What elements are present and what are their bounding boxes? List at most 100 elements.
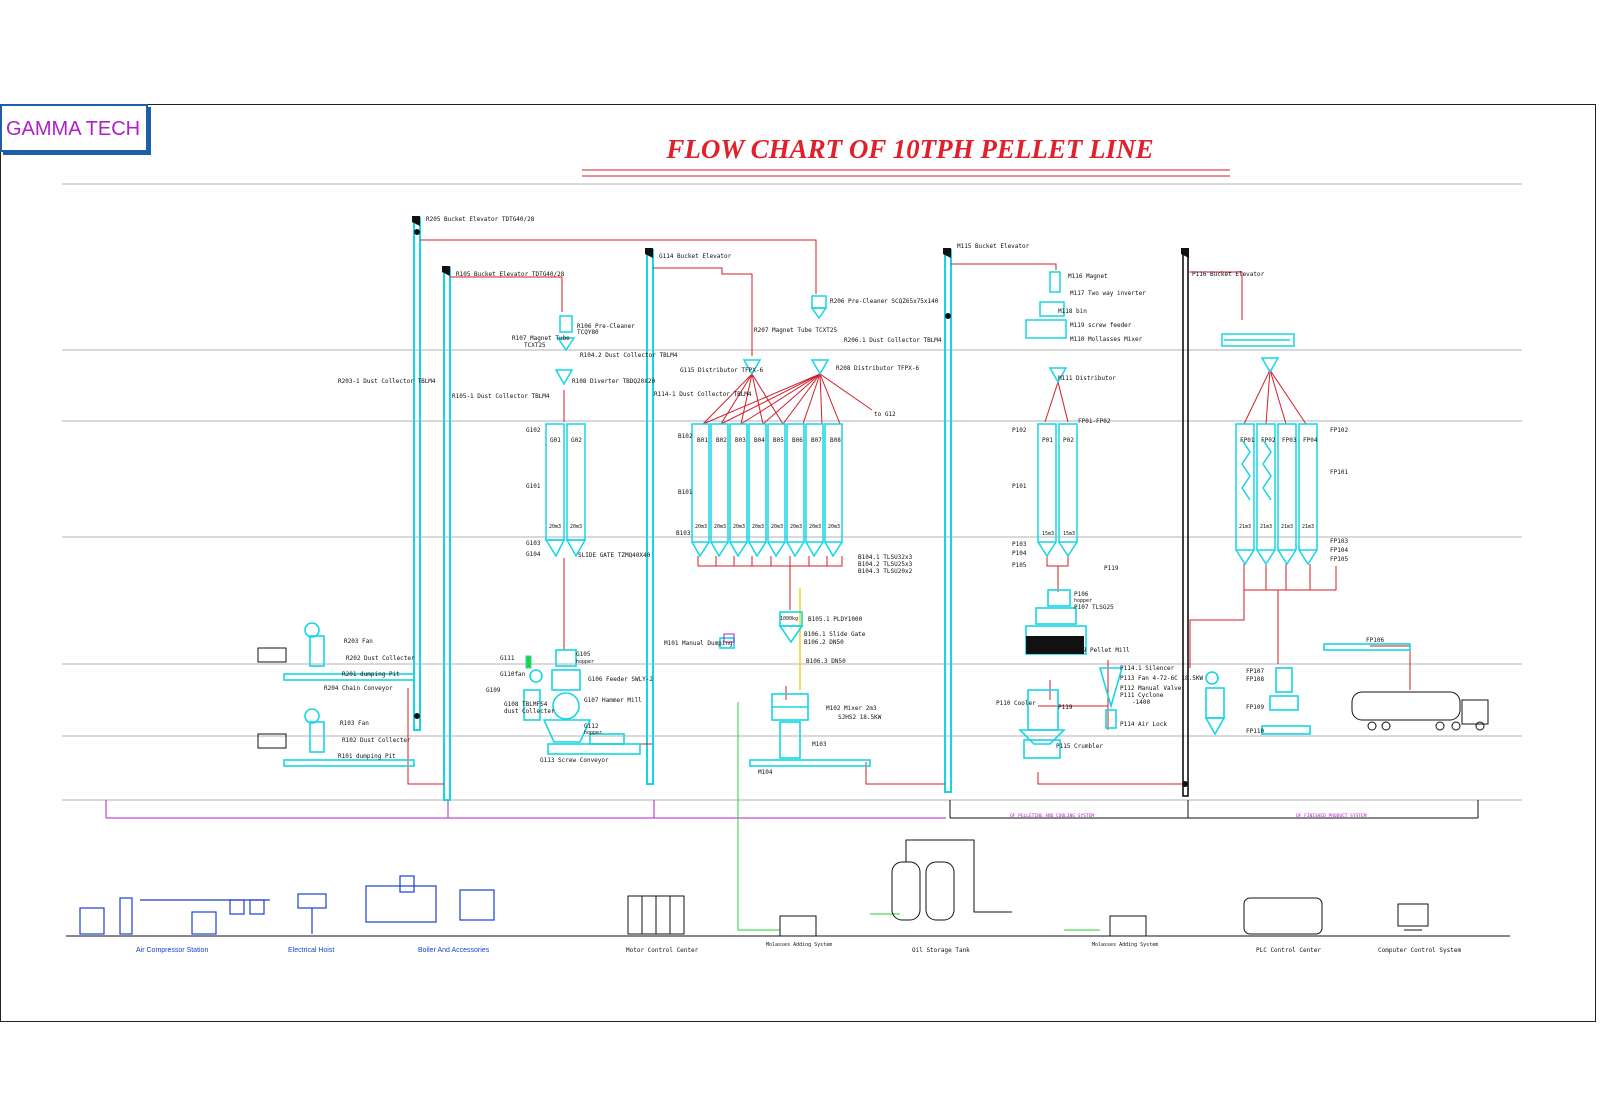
- label-g112b: hopper: [584, 730, 602, 736]
- distributors: [554, 271, 1295, 386]
- label-m116: M116 Magnet: [1068, 273, 1108, 280]
- label-p106b: hopper: [1074, 598, 1092, 604]
- label-b-cap-7: 20m3: [809, 524, 821, 530]
- label-bin-b07: B07: [811, 437, 822, 444]
- label-g103: G103: [526, 540, 541, 547]
- label-bin-b02: B02: [716, 437, 727, 444]
- label-electrical-hoist: Electrical Hoist: [288, 947, 334, 954]
- label-r202: R202 Dust Collecter: [346, 655, 415, 662]
- label-p113: P113 Fan 4-72-6C 18.5KW: [1120, 675, 1203, 682]
- label-b104-3: B104.3 TLSU20x2: [858, 568, 913, 575]
- logo-text: GAMMA TECH: [6, 118, 141, 140]
- pellet-mill: [1018, 589, 1124, 759]
- system-brackets: [105, 800, 946, 819]
- label-bin-b03: B03: [735, 437, 746, 444]
- label-r106: R106 Pre-Cleaner: [577, 323, 635, 330]
- flow-lines: [407, 239, 1411, 785]
- label-b-cap-6: 20m3: [790, 524, 802, 530]
- label-p109: P109 Pellet Mill: [1072, 647, 1130, 654]
- label-fp103: FP103: [1330, 538, 1348, 545]
- label-b104-1: B104.1 TLSU32x3: [858, 554, 913, 561]
- pelleting-system-label: OF PELLETING AND COOLING SYSTEM: [1010, 813, 1094, 819]
- label-m110: M110 Mollasses Mixer: [1070, 336, 1143, 343]
- label-oil-storage: Oil Storage Tank: [912, 947, 970, 954]
- label-fp107: FP107: [1246, 668, 1264, 675]
- bottom-labels: Air Compressor Station Electrical Hoist …: [136, 942, 1461, 954]
- label-b-cap-3: 20m3: [733, 524, 745, 530]
- label-p-cap-2: 15m3: [1063, 531, 1075, 537]
- label-r106b: TCQY80: [577, 329, 599, 336]
- label-g107: G107 Hammer Mill: [584, 697, 642, 704]
- label-p111: P111 Cyclone: [1120, 692, 1164, 699]
- label-g113: G113 Screw Conveyor: [540, 757, 609, 764]
- pallets: [257, 647, 287, 749]
- label-m102: M102 Mixer 2m3: [826, 705, 877, 712]
- label-r114-1: R114-1 Dust Collector TBLM4: [654, 391, 752, 398]
- bulk-truck: [1351, 691, 1489, 731]
- label-r205: R205 Bucket Elevator TDTG40/28: [426, 216, 535, 223]
- label-fp108: FP108: [1246, 676, 1264, 683]
- label-g110: G110fan: [500, 671, 526, 678]
- label-g-cap-2: 20m3: [570, 524, 582, 530]
- molasses-lines: [737, 702, 1100, 931]
- label-b-cap-8: 20m3: [828, 524, 840, 530]
- label-b-cap-1: 20m3: [695, 524, 707, 530]
- label-b101: B101: [678, 489, 693, 496]
- label-slide-gate: SLIDE GATE TZMQ40X40: [578, 552, 651, 559]
- floor-lines: [62, 183, 1522, 801]
- label-b106-3: B106.3 DN50: [806, 658, 846, 665]
- label-r105: R105 Bucket Elevator TDTG40/28: [456, 271, 565, 278]
- label-molasses-2: Molasses Adding System: [1092, 942, 1158, 948]
- label-p111b: -1400: [1132, 699, 1150, 706]
- label-p119b: P119: [1058, 704, 1073, 711]
- label-p02: P02: [1063, 437, 1074, 444]
- chart-title: FLOW CHART OF 10TPH PELLET LINE: [666, 134, 1154, 164]
- label-m103: M103: [812, 741, 827, 748]
- label-m102b: SJHS2 18.5KW: [838, 714, 882, 721]
- bottom-equipment: [79, 875, 495, 935]
- label-boiler: Boiler And Accessories: [418, 947, 490, 954]
- label-p01: P01: [1042, 437, 1053, 444]
- label-fp101: FP101: [1330, 469, 1348, 476]
- drawing-frame: [0, 104, 1596, 1022]
- label-b106-2: B106.2 DN50: [804, 639, 844, 646]
- pellet-mill-body: [1026, 636, 1084, 654]
- label-fp106: FP106: [1366, 637, 1384, 644]
- label-fp110: FP110: [1246, 728, 1264, 735]
- label-r102: R102 Dust Collecter: [342, 737, 411, 744]
- manual-dump-marker: [723, 633, 735, 643]
- label-r107b: TCXT25: [524, 342, 546, 349]
- system-brackets-dark: [949, 800, 1479, 819]
- label-p106: P106: [1074, 591, 1089, 598]
- label-p116: P116 Bucket Elevator: [1192, 271, 1265, 278]
- label-b102: B102: [678, 433, 693, 440]
- label-g105: G105: [576, 651, 591, 658]
- label-p119: P119: [1104, 565, 1119, 572]
- label-b-cap-5: 20m3: [771, 524, 783, 530]
- label-g01: G01: [550, 437, 561, 444]
- label-p112: P112 Manual Valve: [1120, 685, 1182, 692]
- label-fp01: FP01-FP02: [1078, 418, 1111, 425]
- label-b103: B103: [676, 530, 691, 537]
- label-bin-b01: B01: [697, 437, 708, 444]
- label-m115: M115 Bucket Elevator: [957, 243, 1030, 250]
- mixer: [719, 611, 871, 767]
- label-fp-cap-3: 21m3: [1281, 524, 1293, 530]
- g111-filter: [525, 655, 532, 669]
- label-m118: M118 bin: [1058, 308, 1087, 315]
- label-p114-1: P114.1 Silencer: [1120, 665, 1175, 672]
- label-to-g12: to G12: [874, 411, 896, 418]
- label-g114: G114 Bucket Elevator: [659, 253, 732, 260]
- label-r104-2: R104.2 Dust Collector TBLM4: [580, 352, 678, 359]
- label-r203-1: R203-1 Dust Collector TBLM4: [338, 378, 436, 385]
- label-g109: G109: [486, 687, 501, 694]
- label-bin-fp04: FP04: [1303, 437, 1318, 444]
- label-b-cap-2: 20m3: [714, 524, 726, 530]
- label-b-scale: 1000kg: [780, 616, 798, 622]
- label-p110: P110 Cooler: [996, 700, 1036, 707]
- label-fp105: FP105: [1330, 556, 1348, 563]
- label-m117: M117 Two way inverter: [1070, 290, 1146, 297]
- equipment-labels: R205 Bucket Elevator TDTG40/28 R105 Buck…: [324, 216, 1384, 776]
- label-r203: R203 Fan: [344, 638, 373, 645]
- elevator-p116: [1182, 249, 1189, 797]
